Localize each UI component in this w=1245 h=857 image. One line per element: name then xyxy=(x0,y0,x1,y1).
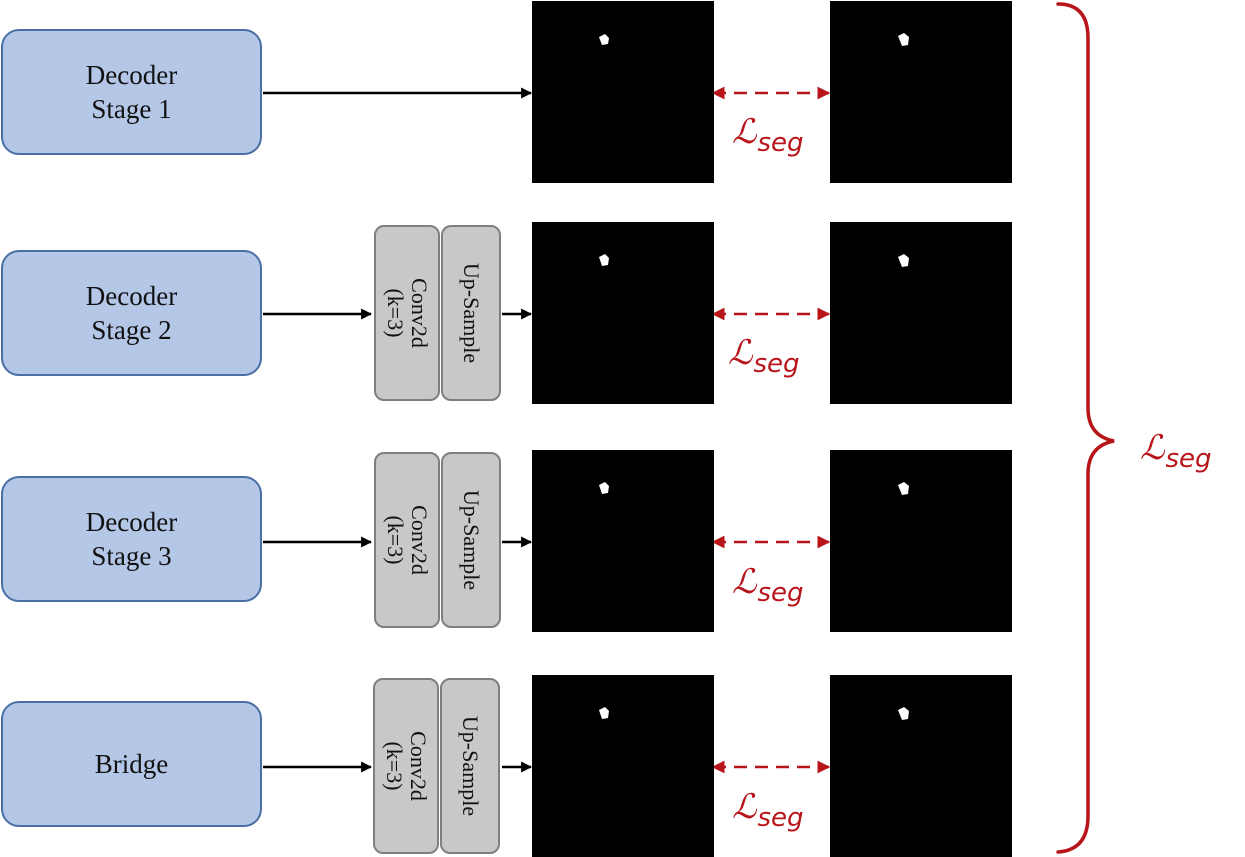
lesion-blob xyxy=(599,254,609,266)
prediction-mask-row3 xyxy=(532,450,714,632)
upsample-label-row4: Up-Sample xyxy=(458,715,483,817)
stage-2-line-2: Stage 2 xyxy=(91,315,172,345)
loss-subscript: seg xyxy=(1165,444,1212,474)
loss-subscript: seg xyxy=(757,128,804,158)
bridge-label: Bridge xyxy=(94,749,169,779)
upsample-block-row3: Up-Sample xyxy=(441,452,501,628)
decoder-stage-1-box: Decoder Stage 1 xyxy=(1,29,262,155)
conv2d-block-row3: Conv2d (k=3) xyxy=(374,452,440,628)
groundtruth-mask-row1 xyxy=(830,1,1012,183)
loss-subscript: seg xyxy=(757,578,804,608)
kernel-size-text: (k=3) xyxy=(383,515,408,565)
loss-symbol: ℒ xyxy=(732,112,757,152)
loss-label-row2: ℒseg xyxy=(728,333,800,384)
conv2d-label-row2: Conv2d (k=3) xyxy=(383,278,432,348)
loss-label-row4: ℒseg xyxy=(732,787,804,838)
groundtruth-mask-row2 xyxy=(830,222,1012,404)
lesion-blob xyxy=(599,482,609,494)
decoder-stage-2-box: Decoder Stage 2 xyxy=(1,250,262,376)
prediction-mask-row1 xyxy=(532,1,714,183)
upsample-block-row4: Up-Sample xyxy=(440,678,500,854)
loss-label-row3: ℒseg xyxy=(732,562,804,613)
summation-brace xyxy=(1056,2,1115,854)
total-loss-label: ℒseg xyxy=(1140,428,1212,479)
stage-2-line-1: Decoder xyxy=(85,281,178,311)
lesion-blob xyxy=(599,707,609,719)
lesion-blob xyxy=(898,482,909,495)
lesion-blob xyxy=(898,33,909,46)
stage-3-line-2: Stage 3 xyxy=(91,541,172,571)
lesion-blob xyxy=(898,254,909,267)
conv2d-block-row4: Conv2d (k=3) xyxy=(373,678,439,854)
kernel-size-text: (k=3) xyxy=(382,741,407,791)
loss-subscript: seg xyxy=(757,803,804,833)
groundtruth-mask-row3 xyxy=(830,450,1012,632)
loss-label-row1: ℒseg xyxy=(732,112,804,163)
conv2d-text: Conv2d xyxy=(406,731,431,801)
upsample-label-row3: Up-Sample xyxy=(459,489,484,591)
groundtruth-mask-row4 xyxy=(830,675,1012,857)
decoder-stage-3-box: Decoder Stage 3 xyxy=(1,476,262,602)
stage-3-line-1: Decoder xyxy=(85,507,178,537)
prediction-mask-row2 xyxy=(532,222,714,404)
prediction-mask-row4 xyxy=(532,675,714,857)
conv2d-block-row2: Conv2d (k=3) xyxy=(374,225,440,401)
upsample-label-row2: Up-Sample xyxy=(459,262,484,364)
loss-subscript: seg xyxy=(753,349,800,379)
stage-1-line-2: Stage 1 xyxy=(91,94,172,124)
loss-symbol: ℒ xyxy=(732,787,757,827)
conv2d-label-row3: Conv2d (k=3) xyxy=(383,505,432,575)
bridge-box: Bridge xyxy=(1,701,262,827)
loss-symbol: ℒ xyxy=(1140,428,1165,468)
lesion-blob xyxy=(898,707,909,720)
loss-symbol: ℒ xyxy=(732,562,757,602)
stage-1-line-1: Decoder xyxy=(85,60,178,90)
conv2d-label-row4: Conv2d (k=3) xyxy=(382,731,431,801)
upsample-block-row2: Up-Sample xyxy=(441,225,501,401)
conv2d-text: Conv2d xyxy=(407,278,432,348)
kernel-size-text: (k=3) xyxy=(383,288,408,338)
loss-symbol: ℒ xyxy=(728,333,753,373)
conv2d-text: Conv2d xyxy=(407,505,432,575)
lesion-blob xyxy=(599,34,609,45)
